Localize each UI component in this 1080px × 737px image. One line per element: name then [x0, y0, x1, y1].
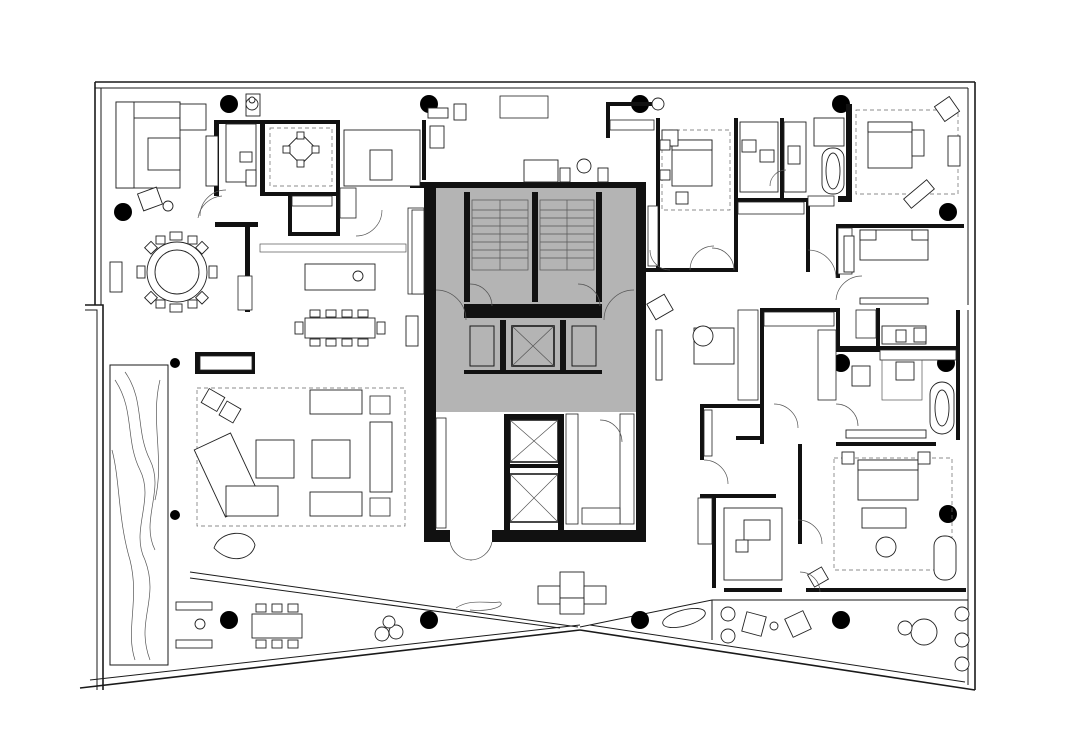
- bedroom-northeast-1: [659, 129, 731, 271]
- service-lift: [511, 325, 555, 367]
- terrace-southwest: [175, 601, 404, 649]
- door-swings: [199, 169, 859, 593]
- kitchen-island: [259, 243, 407, 291]
- north-rooms-fixtures: [225, 93, 467, 187]
- north-core-bath: [523, 158, 609, 183]
- bath-northeast: [739, 117, 845, 195]
- bedroom-east-3: [835, 229, 929, 305]
- stair-left: [471, 199, 529, 271]
- terrace-southeast: [720, 606, 970, 672]
- west-balcony-pool: [109, 364, 169, 666]
- dining-table-long: [294, 309, 419, 347]
- bedroom-southeast: [806, 429, 957, 588]
- casework: [199, 95, 957, 545]
- bath-east: [851, 325, 955, 435]
- dining-round: [109, 231, 218, 313]
- bedroom-northeast-2: [855, 95, 961, 209]
- stair-right: [539, 199, 595, 271]
- study-east: [646, 293, 783, 581]
- north-planters: [245, 96, 665, 111]
- outer-boundary: [79, 81, 976, 691]
- lounge-northwest: [115, 101, 223, 219]
- elevator-lower: [504, 414, 564, 530]
- terrace-south: [455, 571, 706, 629]
- central-core: [424, 182, 646, 561]
- living-room-furniture: [193, 387, 406, 559]
